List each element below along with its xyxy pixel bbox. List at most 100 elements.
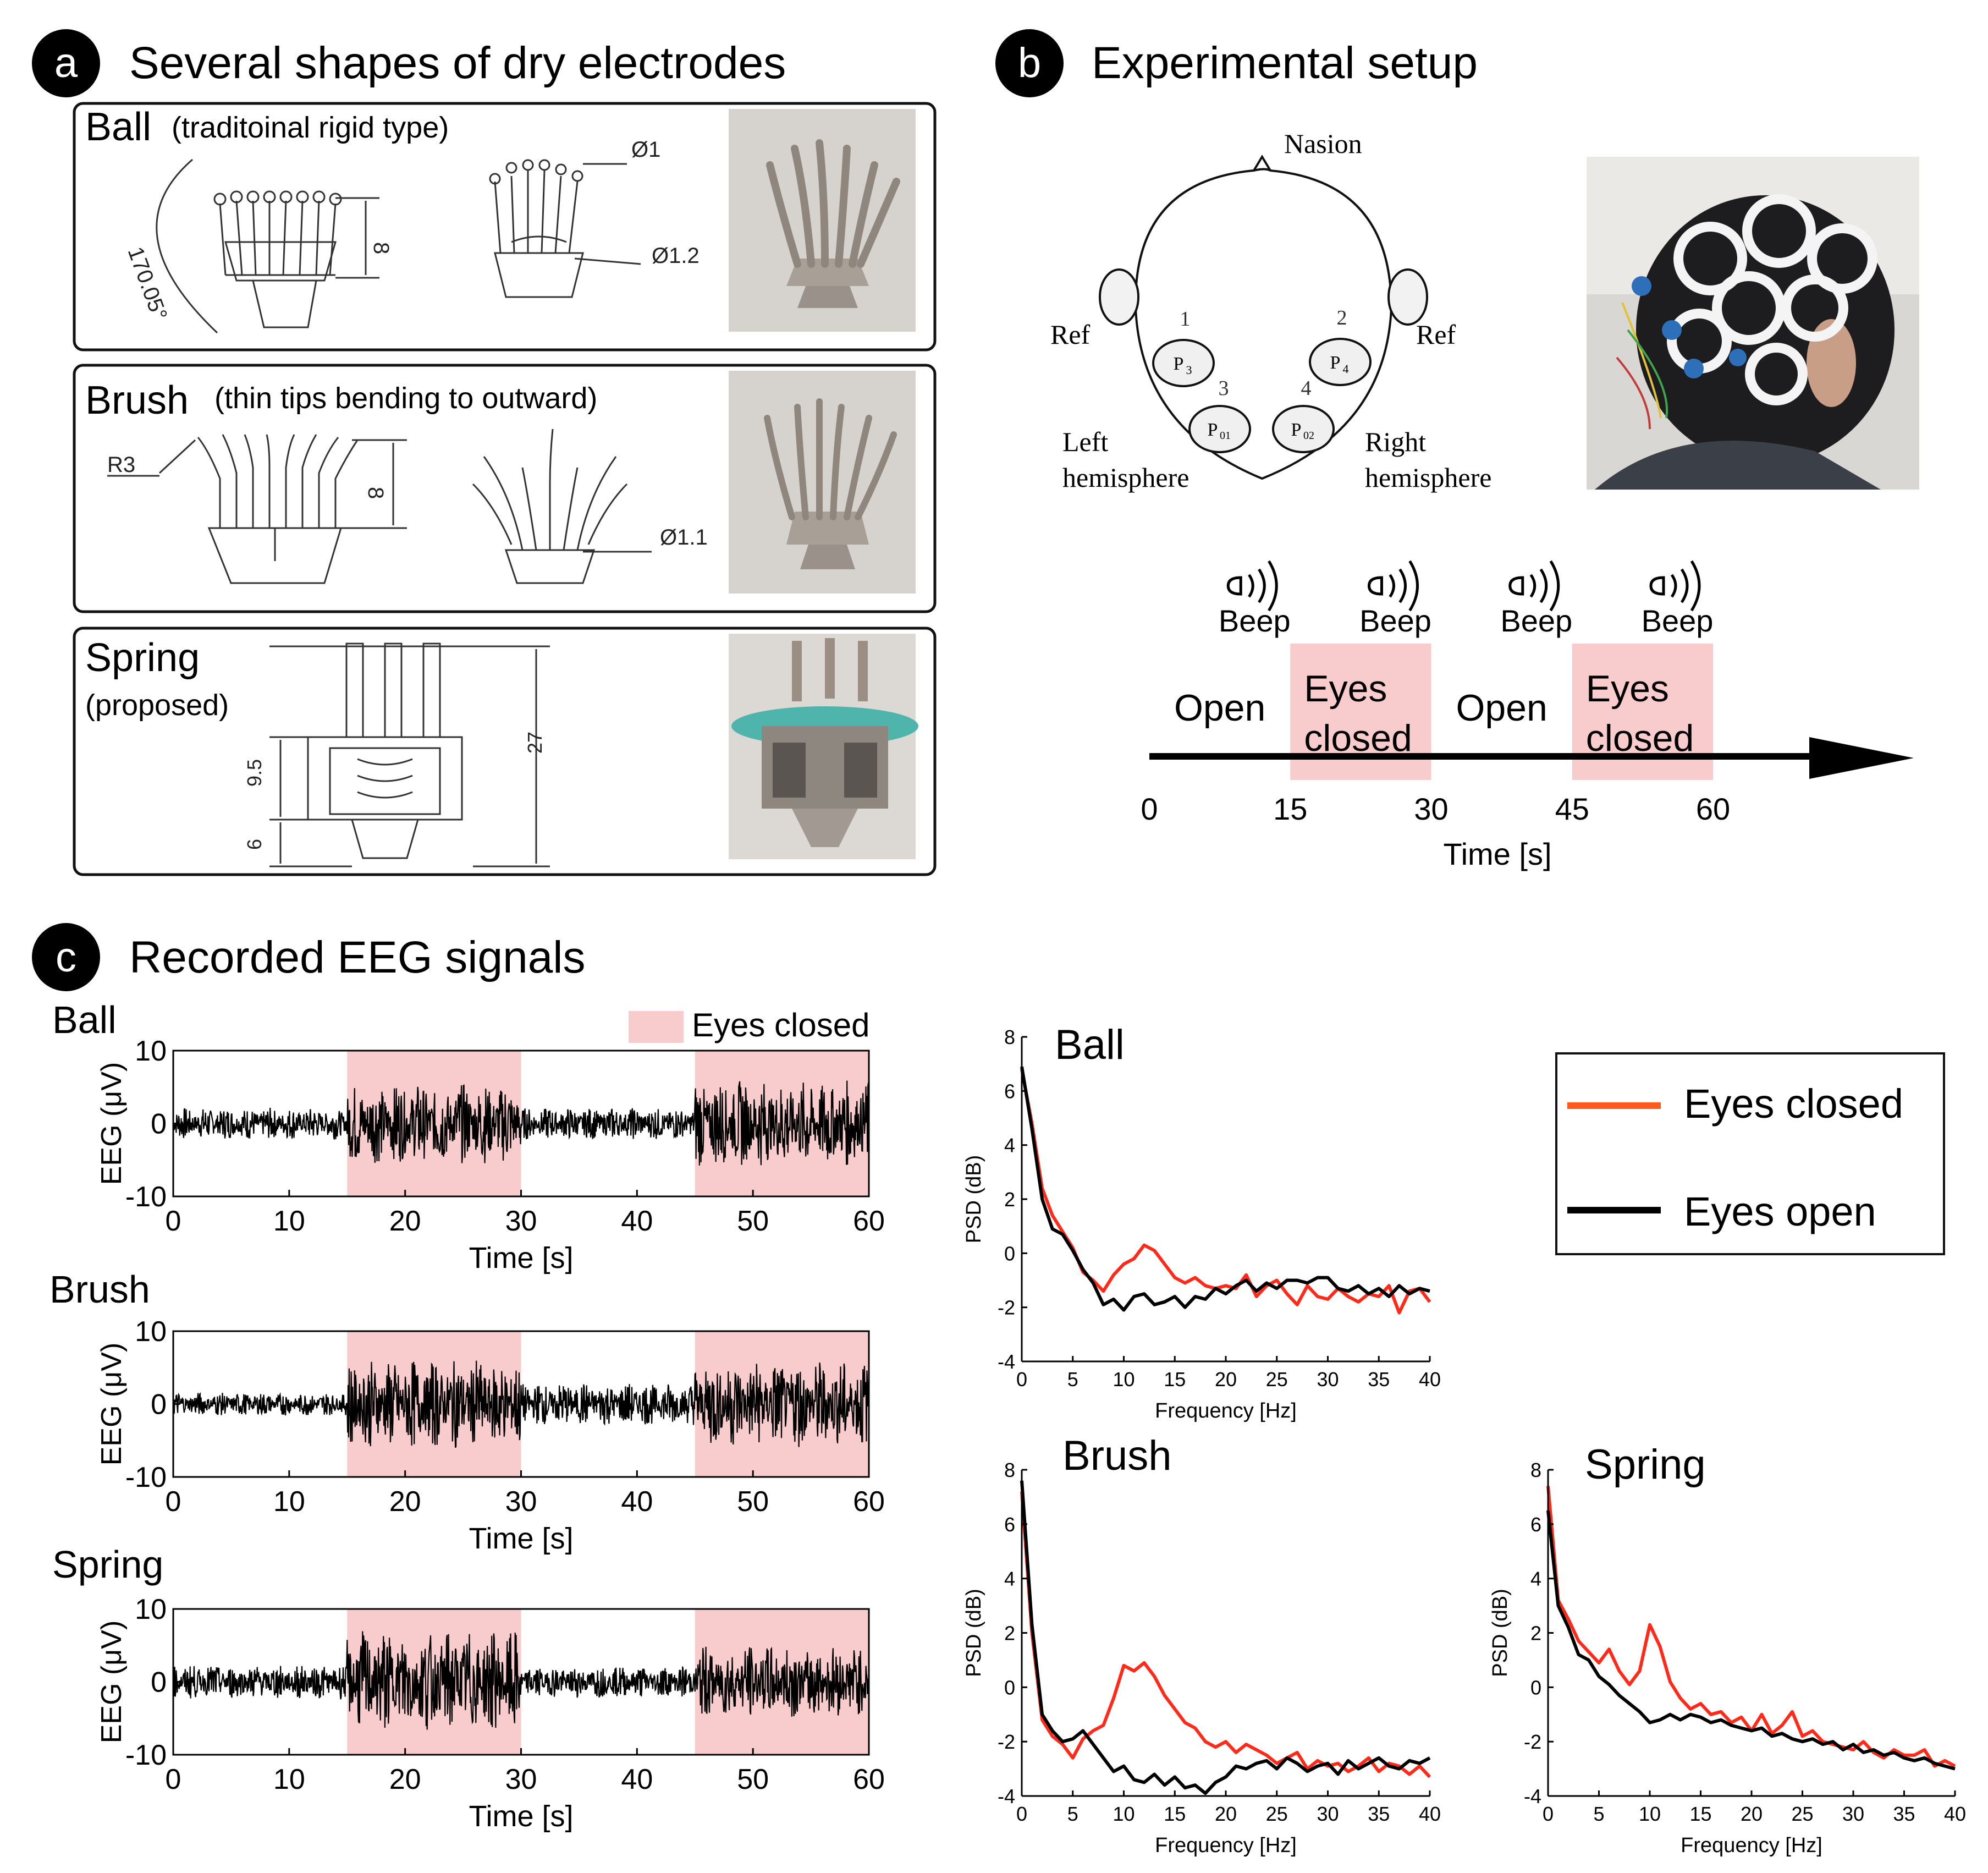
x-axis-label: Frequency [Hz] [1155, 1399, 1297, 1422]
x-tick-label: 5 [1067, 1803, 1078, 1825]
x-tick-label: 25 [1791, 1803, 1813, 1825]
electrode-p4-label: P [1330, 353, 1341, 373]
sound-wave-icon [1680, 568, 1689, 603]
ball-name: Ball [85, 105, 151, 149]
speaker-icon [1367, 576, 1383, 596]
y-axis-label: PSD (dB) [962, 1589, 985, 1677]
x-tick-label: 15 [1164, 1803, 1186, 1825]
x-axis-label: Time [s] [469, 1242, 573, 1275]
brush-desc: (thin tips bending to outward) [214, 382, 597, 415]
sound-wave-icon [1549, 560, 1560, 612]
speaker-icon [1226, 576, 1242, 596]
ref-left-label: Ref [1050, 319, 1091, 350]
y-axis-label: EEG (μV) [96, 1621, 128, 1744]
brush-name: Brush [85, 378, 189, 422]
x-axis-label: Time [s] [469, 1522, 573, 1555]
ball-electrode-drawing [156, 158, 641, 334]
y-tick-label: 8 [1004, 1459, 1015, 1481]
x-tick-label: 50 [737, 1764, 769, 1795]
beep-0: Beep [1219, 560, 1291, 638]
x-tick-label: 25 [1266, 1368, 1288, 1391]
x-tick-label: 10 [1639, 1803, 1661, 1825]
x-tick-label: 0 [166, 1764, 181, 1795]
head-diagram: Nasion Ref Ref Left hemisphere Right hem… [1050, 128, 1491, 493]
y-tick-label: -2 [998, 1297, 1015, 1319]
eeg-chart-title: Spring [52, 1543, 163, 1586]
timeline-xlabel: Time [s] [1443, 837, 1551, 871]
panel-c-letter: c [56, 934, 76, 981]
y-axis-label: EEG (μV) [96, 1343, 128, 1466]
y-tick-label: 2 [1004, 1622, 1015, 1645]
x-tick-label: 60 [853, 1205, 885, 1237]
electrode-p02: 4 P 02 [1272, 377, 1335, 453]
y-tick-label: 6 [1004, 1513, 1015, 1536]
panel-c-title: Recorded EEG signals [129, 932, 586, 982]
x-tick-label: 20 [389, 1205, 421, 1237]
x-tick-label: 35 [1893, 1803, 1915, 1825]
x-tick-label: 40 [621, 1486, 653, 1518]
eeg-trace [172, 1631, 870, 1730]
electrode-p01-number: 3 [1219, 377, 1229, 400]
ball-electrode-photo [729, 109, 916, 332]
shade-legend-label: Eyes closed [692, 1007, 870, 1043]
cap-photo [1587, 157, 1919, 490]
x-tick-label: 5 [1593, 1803, 1604, 1825]
psd-legend-box [1555, 1052, 1945, 1255]
y-tick-label: 4 [1530, 1568, 1541, 1590]
shade-legend-swatch [629, 1011, 684, 1043]
speaker-icon [1508, 576, 1524, 596]
timeline-tick-45: 45 [1555, 792, 1589, 826]
x-tick-label: 30 [1317, 1368, 1339, 1391]
electrode-p01-sub: 01 [1220, 430, 1231, 442]
brush-radius-dim: R3 [107, 453, 135, 477]
sound-wave-icon [1408, 560, 1419, 612]
x-tick-label: 60 [853, 1764, 885, 1795]
x-tick-label: 30 [505, 1764, 537, 1795]
y-tick-label: -4 [998, 1785, 1015, 1808]
y-tick-label: 0 [151, 1389, 167, 1421]
y-axis-label: EEG (μV) [96, 1062, 128, 1185]
sound-wave-icon [1389, 574, 1395, 598]
panel-a-letter: a [54, 40, 78, 86]
ref-right-label: Ref [1416, 319, 1456, 350]
brush-electrode-box [73, 364, 937, 613]
x-tick-label: 15 [1689, 1803, 1711, 1825]
beep-label: Beep [1219, 603, 1291, 638]
y-tick-label: -4 [1524, 1785, 1541, 1808]
y-tick-label: 4 [1004, 1568, 1015, 1590]
nose-marker [1253, 155, 1271, 172]
x-tick-label: 10 [273, 1764, 305, 1795]
right-ear-ref [1387, 268, 1428, 326]
y-tick-label: 4 [1004, 1134, 1015, 1157]
x-tick-label: 30 [1317, 1803, 1339, 1825]
spring-total-dim: 27 [524, 732, 546, 754]
left-ear-ref [1099, 268, 1139, 326]
x-tick-label: 10 [1113, 1803, 1135, 1825]
eeg-trace [172, 1360, 870, 1448]
x-axis-label: Frequency [Hz] [1155, 1834, 1297, 1857]
x-tick-label: 10 [1113, 1368, 1135, 1391]
brush-electrode-drawing [107, 429, 652, 584]
panel-c: c Recorded EEG signals Eyes closed Ball0… [32, 923, 1966, 1857]
y-tick-label: 2 [1004, 1188, 1015, 1211]
sound-wave-icon [1539, 568, 1548, 603]
spring-electrode-drawing [269, 642, 550, 867]
psd-legend-open-label: Eyes open [1684, 1189, 1876, 1234]
sound-wave-icon [1670, 574, 1677, 598]
right-hemisphere-line1: Right [1365, 426, 1426, 457]
electrode-p3-label: P [1174, 354, 1184, 374]
left-hemisphere-line2: hemisphere [1062, 462, 1189, 493]
beep-label: Beep [1359, 603, 1431, 638]
y-tick-label: 6 [1004, 1080, 1015, 1102]
electrode-p01: 3 P 01 [1188, 377, 1251, 453]
beep-label: Beep [1642, 603, 1714, 638]
ball-angle-dim: 170.05° [123, 244, 172, 323]
electrode-p4: 2 P 4 [1309, 306, 1372, 386]
x-tick-label: 30 [1842, 1803, 1864, 1825]
